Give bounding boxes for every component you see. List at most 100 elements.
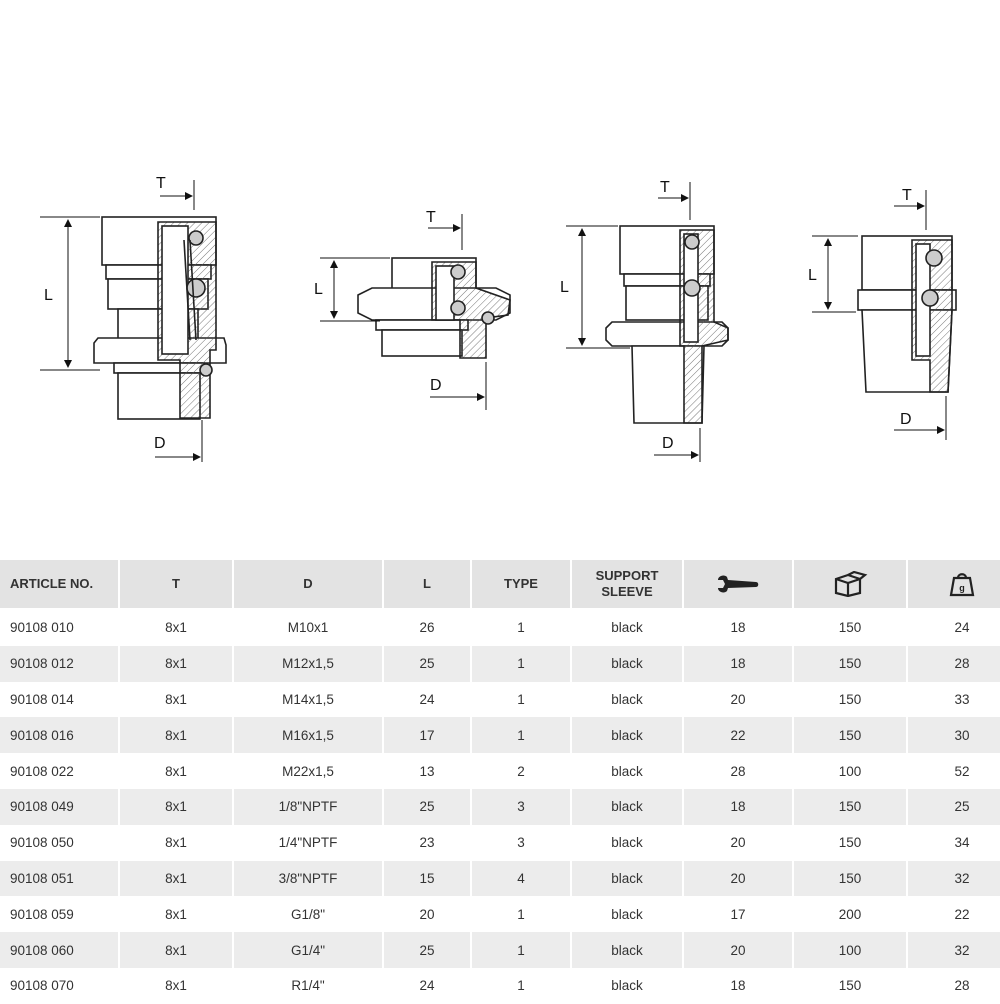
wrench-icon <box>718 575 759 593</box>
cell-wrench-size: 22 <box>684 717 792 754</box>
header-article-no: ARTICLE NO. <box>0 560 118 610</box>
cell-article-no: 90108 059 <box>10 906 74 922</box>
cell-wrench-size: 18 <box>684 645 792 682</box>
cell-type: 2 <box>517 763 525 779</box>
table-header-row: ARTICLE NO. T D L TYPE SUPPORT SLEEVE <box>0 560 1000 610</box>
cell-type: 1 <box>517 620 525 636</box>
cell-article-no: 90108 012 <box>0 645 118 682</box>
header-l: L <box>384 560 470 610</box>
cell-packaging-qty: 100 <box>794 932 906 968</box>
cell-article-no: 90108 070 <box>10 978 74 994</box>
dim-label-t-1: T <box>156 175 166 192</box>
header-type: TYPE <box>472 560 570 610</box>
dim-label-d-4: D <box>900 411 912 428</box>
cell-wrench-size: 18 <box>730 620 746 636</box>
cell-article-no: 90108 016 <box>0 717 118 754</box>
cell-packaging-qty: 100 <box>838 763 862 779</box>
cell-wrench-size: 28 <box>730 763 746 779</box>
dim-label-t-3: T <box>660 179 670 196</box>
cell-article-no: 90108 049 <box>0 788 118 825</box>
dim-label-l-3: L <box>560 279 569 296</box>
cell-article-no: 90108 060 <box>0 932 118 968</box>
cell-packaging-qty: 150 <box>794 860 906 897</box>
cell-support-sleeve: black <box>611 978 643 994</box>
fitting-type-1-dimensions <box>40 180 203 462</box>
cell-support-sleeve: black <box>611 835 643 851</box>
cell-t: 8x1 <box>165 906 187 922</box>
fitting-type-3-dimensions <box>566 182 701 462</box>
cell-type: 4 <box>472 860 570 897</box>
cell-weight: 28 <box>954 978 970 994</box>
dim-label-l-1: L <box>44 287 53 304</box>
dim-label-l-4: L <box>808 267 817 284</box>
cell-packaging-qty: 150 <box>838 835 862 851</box>
cell-weight: 25 <box>908 788 1000 825</box>
cell-wrench-size: 17 <box>730 906 746 922</box>
cell-l: 23 <box>419 835 435 851</box>
cell-type: 3 <box>472 788 570 825</box>
cell-packaging-qty: 150 <box>794 788 906 825</box>
header-box <box>794 560 906 610</box>
fitting-type-4-dimensions <box>812 190 947 440</box>
fitting-type-1-drawing <box>93 216 227 420</box>
cell-l: 24 <box>419 978 435 994</box>
cell-packaging-qty: 150 <box>838 978 862 994</box>
cell-t: 8x1 <box>120 860 232 897</box>
cell-wrench-size: 20 <box>684 860 792 897</box>
cell-packaging-qty: 150 <box>838 620 862 636</box>
dim-label-d-2: D <box>430 377 442 394</box>
cell-type: 3 <box>517 835 525 851</box>
cell-type: 1 <box>517 906 525 922</box>
cell-packaging-qty: 150 <box>794 717 906 754</box>
cell-l: 25 <box>384 932 470 968</box>
fitting-type-3-drawing <box>605 225 729 424</box>
header-wrench <box>684 560 792 610</box>
table-row: 90108 010 8x1 M10x1 26 1 black 18 150 24 <box>0 610 1000 646</box>
cell-d: 3/8"NPTF <box>234 860 382 897</box>
cell-t: 8x1 <box>165 620 187 636</box>
cell-support-sleeve: black <box>611 691 643 707</box>
cell-article-no: 90108 051 <box>0 860 118 897</box>
cell-article-no: 90108 022 <box>10 763 74 779</box>
header-support-sleeve: SUPPORT SLEEVE <box>572 560 682 610</box>
cell-packaging-qty: 150 <box>794 645 906 682</box>
cell-l: 26 <box>419 620 435 636</box>
cell-support-sleeve: black <box>611 763 643 779</box>
cell-wrench-size: 20 <box>684 932 792 968</box>
cell-support-sleeve: black <box>572 788 682 825</box>
dim-label-d-1: D <box>154 435 166 452</box>
drawings-svg: T L D T L D T L D T L D <box>40 175 957 462</box>
cell-weight: 24 <box>954 620 970 636</box>
header-support-sleeve-line1: SUPPORT <box>595 568 659 583</box>
cell-d: M22x1,5 <box>282 763 334 779</box>
cell-support-sleeve: black <box>572 645 682 682</box>
cell-wrench-size: 18 <box>684 788 792 825</box>
cell-weight: 34 <box>954 835 970 851</box>
cell-article-no: 90108 014 <box>10 691 74 707</box>
cell-l: 17 <box>384 717 470 754</box>
cell-support-sleeve: black <box>572 717 682 754</box>
cell-type: 1 <box>472 932 570 968</box>
cell-type: 1 <box>517 978 525 994</box>
cell-t: 8x1 <box>120 645 232 682</box>
cell-support-sleeve: black <box>611 906 643 922</box>
fitting-type-4-drawing <box>857 235 957 393</box>
cell-d: M10x1 <box>287 620 329 636</box>
cell-d: G1/8" <box>290 906 326 922</box>
cell-d: G1/4" <box>234 932 382 968</box>
cell-t: 8x1 <box>165 691 187 707</box>
cell-l: 25 <box>384 645 470 682</box>
cell-weight: 32 <box>908 860 1000 897</box>
cell-t: 8x1 <box>165 763 187 779</box>
header-t: T <box>120 560 232 610</box>
cell-article-no: 90108 010 <box>10 620 74 636</box>
cell-support-sleeve: black <box>611 620 643 636</box>
cell-weight: 32 <box>908 932 1000 968</box>
cell-t: 8x1 <box>165 835 187 851</box>
